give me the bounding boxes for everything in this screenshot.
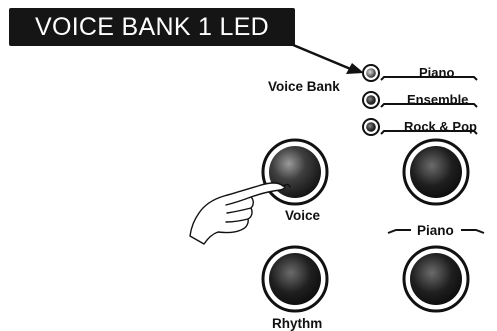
piano-button-label: Piano	[417, 223, 454, 238]
piano-label-brackets	[387, 229, 485, 234]
voice-bank-label: Voice Bank	[268, 79, 340, 94]
rhythm-button-label: Rhythm	[272, 316, 323, 331]
pressing-hand-icon	[189, 182, 291, 245]
callout-arrow	[285, 40, 364, 74]
voice-category-button[interactable]	[402, 138, 470, 206]
led-label-ensemble: Ensemble	[407, 92, 469, 107]
callout-box: VOICE BANK 1 LED	[9, 8, 295, 46]
led-label-rock-pop: Rock & Pop	[404, 119, 477, 134]
callout-title: VOICE BANK 1 LED	[34, 13, 270, 41]
rhythm-button[interactable]	[261, 245, 329, 313]
led-label-piano: Piano	[419, 65, 455, 80]
led-indicator-piano	[362, 64, 478, 82]
led-indicator-ensemble	[362, 91, 478, 109]
piano-button[interactable]	[402, 245, 470, 313]
voice-button[interactable]	[261, 138, 329, 206]
voice-button-label: Voice	[285, 208, 321, 223]
led-indicator-rock-pop	[362, 118, 478, 136]
